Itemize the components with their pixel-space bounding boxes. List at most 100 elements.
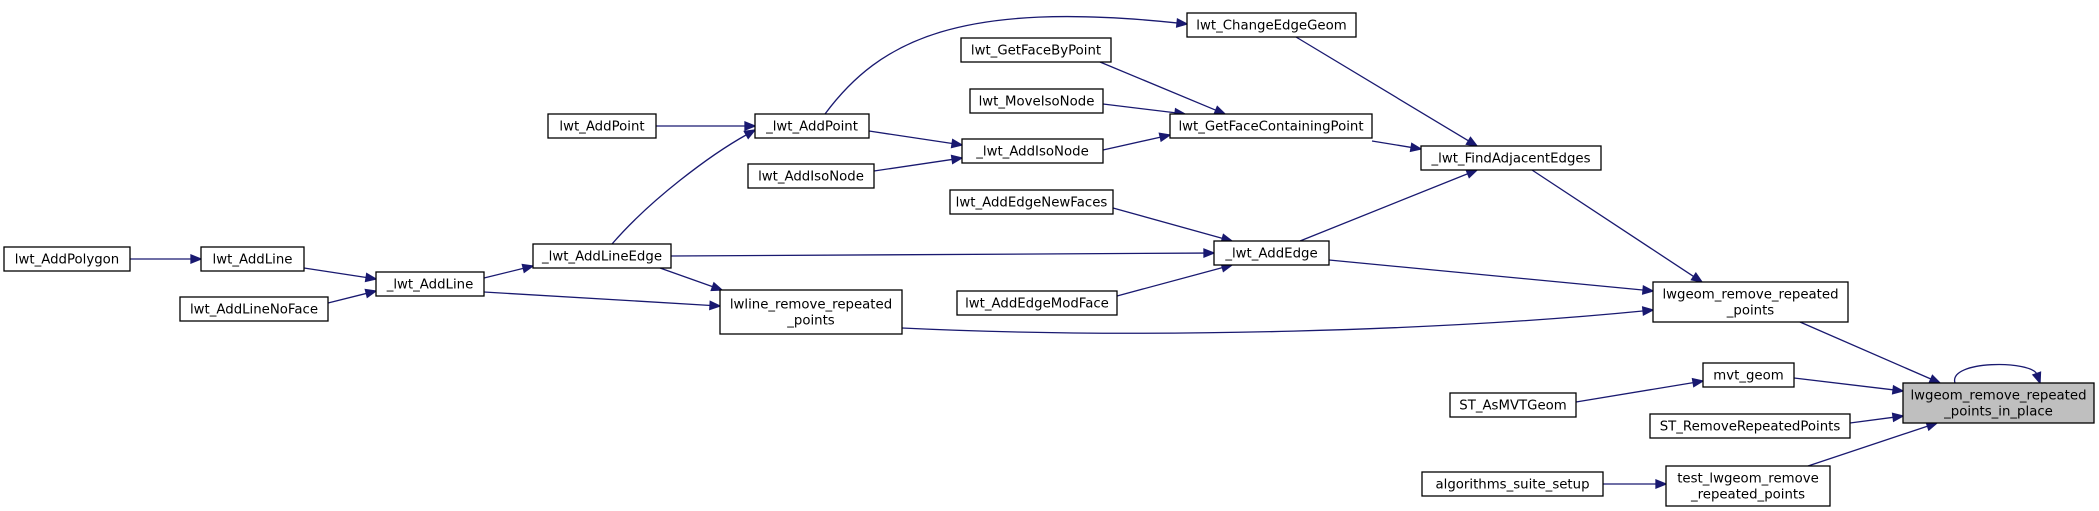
node-box[interactable] — [1702, 362, 1795, 388]
edge-line — [1112, 207, 1224, 240]
edge-lwgeom_remove_repeated_points_in_place-to-lwgeom_remove_repeated_points_in_place — [1954, 363, 2042, 385]
edge-lwt_GetFaceContainingPoint-to-_lwt_FindAdjacentEdges — [1371, 140, 1423, 153]
node-test_lwgeom_remove_repeated_points[interactable]: test_lwgeom_remove_repeated_points — [1665, 465, 1831, 507]
edge-_lwt_AddLineEdge-to-lwline_remove_repeated_points — [659, 267, 724, 292]
node-_lwt_FindAdjacentEdges[interactable]: _lwt_FindAdjacentEdges — [1420, 145, 1602, 171]
arrow-head-icon — [743, 129, 757, 140]
node-box[interactable] — [3, 246, 131, 272]
edge-algorithms_suite_setup-to-test_lwgeom_remove_repeated_points — [1603, 479, 1668, 489]
node-lwt_AddEdgeModFace[interactable]: lwt_AddEdgeModFace — [956, 290, 1118, 316]
arrow-head-icon — [1641, 306, 1655, 316]
node-ST_AsMVTGeom[interactable]: ST_AsMVTGeom — [1449, 392, 1577, 418]
arrow-head-icon — [744, 121, 757, 131]
node-box[interactable] — [179, 296, 329, 322]
node-_lwt_AddLine[interactable]: _lwt_AddLine — [375, 271, 485, 297]
node-box[interactable] — [1213, 240, 1330, 266]
node-box[interactable] — [1169, 113, 1373, 139]
node-algorithms_suite_setup[interactable]: algorithms_suite_setup — [1421, 471, 1604, 497]
node-lwline_remove_repeated_points[interactable]: lwline_remove_repeated_points — [719, 289, 903, 335]
arrow-head-icon — [1928, 374, 1942, 384]
node-lwt_ChangeEdgeGeom[interactable]: lwt_ChangeEdgeGeom — [1186, 12, 1357, 38]
node-_lwt_AddLineEdge[interactable]: _lwt_AddLineEdge — [532, 243, 672, 269]
edge-mvt_geom-to-lwgeom_remove_repeated_points_in_place — [1793, 377, 1905, 395]
edge-line — [1807, 425, 1929, 467]
node-box[interactable] — [1652, 281, 1849, 323]
edge-line — [873, 158, 954, 172]
node-lwt_AddPolygon[interactable]: lwt_AddPolygon — [3, 246, 131, 272]
node-lwt_AddLineNoFace[interactable]: lwt_AddLineNoFace — [179, 296, 329, 322]
node-box[interactable] — [754, 113, 870, 139]
arrow-head-icon — [364, 288, 378, 299]
node-_lwt_AddEdge[interactable]: _lwt_AddEdge — [1213, 240, 1330, 266]
node-lwt_GetFaceByPoint[interactable]: lwt_GetFaceByPoint — [960, 37, 1112, 63]
edge-_lwt_AddPoint-to-_lwt_AddIsoNode — [868, 130, 964, 149]
arrow-head-icon — [1465, 136, 1479, 147]
arrow-head-icon — [1409, 142, 1423, 153]
edge-lwt_AddIsoNode-to-_lwt_AddIsoNode — [873, 154, 964, 172]
arrow-head-icon — [190, 254, 203, 264]
node-box[interactable] — [1186, 12, 1357, 38]
node-box[interactable] — [960, 37, 1112, 63]
node-label: lwt_AddPolygon — [15, 253, 119, 268]
node-label: algorithms_suite_setup — [1435, 478, 1589, 493]
node-box[interactable] — [547, 113, 657, 139]
edge-line — [327, 292, 368, 304]
edge-line — [303, 267, 368, 279]
node-box[interactable] — [719, 289, 903, 335]
node-_lwt_AddIsoNode[interactable]: _lwt_AddIsoNode — [961, 138, 1104, 164]
node-box[interactable] — [200, 246, 305, 272]
arrow-head-icon — [950, 138, 964, 149]
node-ST_RemoveRepeatedPoints[interactable]: ST_RemoveRepeatedPoints — [1649, 413, 1851, 439]
edge-line — [1102, 136, 1162, 151]
node-box[interactable] — [375, 271, 485, 297]
arrow-head-icon — [710, 281, 724, 292]
node-lwt_AddIsoNode[interactable]: lwt_AddIsoNode — [747, 163, 875, 189]
edge-lwt_AddPolygon-to-lwt_AddLine — [130, 254, 203, 264]
edge-_lwt_AddLineEdge-to-_lwt_AddEdge — [670, 248, 1216, 259]
node-label: lwt_MoveIsoNode — [979, 95, 1095, 110]
node-box[interactable] — [969, 88, 1104, 114]
node-box[interactable] — [532, 243, 672, 269]
node-box[interactable] — [961, 138, 1104, 164]
edges-layer — [130, 15, 2042, 489]
edge-_lwt_FindAdjacentEdges-to-lwgeom_remove_repeated_points — [1531, 169, 1704, 283]
nodes-layer: lwt_AddPolygon lwt_AddLine lwt_AddLineNoFa… — [3, 12, 2095, 507]
node-label: _lwt_AddLineEdge — [541, 250, 662, 265]
node-label: mvt_geom — [1713, 369, 1783, 384]
edge-line — [1102, 103, 1177, 114]
edge-line — [1295, 36, 1470, 142]
node-label: _points — [1726, 304, 1775, 319]
node-mvt_geom[interactable]: mvt_geom — [1702, 362, 1795, 388]
arrow-head-icon — [1641, 285, 1655, 295]
edge-lwgeom_remove_repeated_points-to-lwgeom_remove_repeated_points_in_place — [1799, 321, 1942, 384]
node-label: lwt_AddEdgeNewFaces — [956, 196, 1108, 211]
node-lwt_GetFaceContainingPoint[interactable]: lwt_GetFaceContainingPoint — [1169, 113, 1373, 139]
node-box[interactable] — [1420, 145, 1602, 171]
node-label: _lwt_AddPoint — [765, 120, 858, 135]
edge-lwt_AddLineNoFace-to-_lwt_AddLine — [327, 288, 378, 304]
node-box[interactable] — [956, 290, 1118, 316]
edge-line — [1849, 416, 1895, 424]
arrow-head-icon — [709, 300, 722, 311]
node-_lwt_AddPoint[interactable]: _lwt_AddPoint — [754, 113, 870, 139]
node-label: lwt_GetFaceByPoint — [971, 44, 1101, 59]
node-lwgeom_remove_repeated_points_in_place[interactable]: lwgeom_remove_repeated_points_in_place — [1902, 382, 2095, 424]
edge-line — [1575, 381, 1695, 403]
arrow-head-icon — [1203, 248, 1216, 259]
node-box[interactable] — [747, 163, 875, 189]
edge-line — [670, 252, 1206, 257]
node-box[interactable] — [949, 189, 1114, 215]
node-box[interactable] — [1449, 392, 1577, 418]
node-box[interactable] — [1665, 465, 1831, 507]
node-lwgeom_remove_repeated_points[interactable]: lwgeom_remove_repeated_points — [1652, 281, 1849, 323]
node-box[interactable] — [1649, 413, 1851, 439]
edge-line — [901, 310, 1645, 334]
node-lwt_AddPoint[interactable]: lwt_AddPoint — [547, 113, 657, 139]
node-lwt_AddLine[interactable]: lwt_AddLine — [200, 246, 305, 272]
node-box[interactable] — [1421, 471, 1604, 497]
node-lwt_AddEdgeNewFaces[interactable]: lwt_AddEdgeNewFaces — [949, 189, 1114, 215]
edge-lwt_AddPoint-to-_lwt_AddPoint — [656, 121, 757, 131]
node-label: _points_in_place — [1943, 405, 2053, 420]
focus-node-box[interactable] — [1902, 382, 2095, 424]
node-lwt_MoveIsoNode[interactable]: lwt_MoveIsoNode — [969, 88, 1104, 114]
